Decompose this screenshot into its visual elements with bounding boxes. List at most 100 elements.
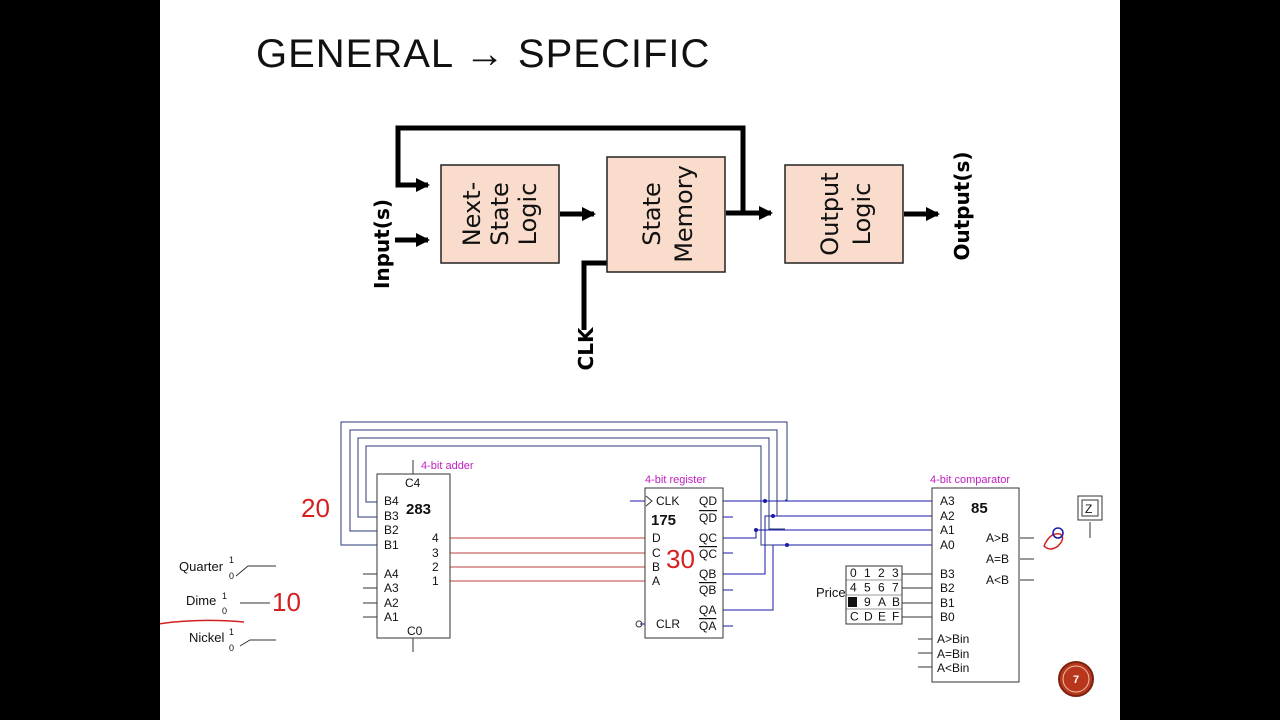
comparator-pin-b1: B1 xyxy=(940,596,955,610)
price-label: Price xyxy=(816,585,846,600)
price-key-9: 9 xyxy=(864,595,871,609)
price-key-1: 1 xyxy=(864,566,871,580)
next-state-logic-block xyxy=(440,164,560,264)
register-pin-b: B xyxy=(652,560,660,574)
adder-pin-b1: B1 xyxy=(384,538,399,552)
switch-dime-hi: 1 xyxy=(222,591,227,601)
switch-dime-lo: 0 xyxy=(222,606,227,616)
price-key-2: 2 xyxy=(878,566,885,580)
register-pin-d: D xyxy=(652,531,661,545)
clk-wire xyxy=(581,260,607,330)
adder-pin-a4: A4 xyxy=(384,567,399,581)
comparator-label: 4-bit comparator xyxy=(930,474,1010,486)
price-key-0: 0 xyxy=(850,566,857,580)
annotation-10: 10 xyxy=(272,587,301,617)
next-state-line1: Next- xyxy=(458,182,486,247)
state-memory-block xyxy=(606,156,726,273)
annotation-30: 30 xyxy=(666,544,695,574)
adder-pin-2: 2 xyxy=(432,560,439,574)
state-memory-line2: Memory xyxy=(670,165,698,263)
adder-number: 283 xyxy=(406,501,431,518)
switch-quarter-label: Quarter xyxy=(179,559,224,574)
next-state-line3: Logic xyxy=(514,183,542,246)
clk-label: CLK xyxy=(574,326,598,370)
register-pin-qc-bar: QC xyxy=(699,547,717,561)
register-pin-qa: QA xyxy=(699,603,716,617)
register-pin-clr: CLR xyxy=(656,617,680,631)
price-key-4: 4 xyxy=(850,581,857,595)
comparator-pin-altbin: A<Bin xyxy=(937,661,969,675)
comparator-pin-altb: A<B xyxy=(986,573,1009,587)
state-memory-line1: State xyxy=(638,182,666,246)
adder-pin-c4: C4 xyxy=(405,476,421,490)
adder-pin-c0: C0 xyxy=(407,624,423,638)
register-label: 4-bit register xyxy=(645,474,706,486)
switch-nickel-hi: 1 xyxy=(229,627,234,637)
price-key-a: A xyxy=(878,595,886,609)
comparator-pin-a2: A2 xyxy=(940,509,955,523)
price-key-3: 3 xyxy=(892,566,899,580)
price-key-c: C xyxy=(850,610,859,624)
register-pin-qc: QC xyxy=(699,531,717,545)
comparator-pin-aeqbin: A=Bin xyxy=(937,647,969,661)
register-pin-qd: QD xyxy=(699,494,717,508)
adder-pin-3: 3 xyxy=(432,546,439,560)
annotation-20: 20 xyxy=(301,493,330,523)
register-pin-qb: QB xyxy=(699,567,716,581)
circuit-schematic: 4-bit adder 283 C4 C0 B4 B3 B2 B1 A4 A3 … xyxy=(160,421,1103,683)
page-number: 7 xyxy=(1073,674,1079,686)
input-switches: Quarter 1 0 Dime 1 0 Nickel 1 0 xyxy=(160,555,276,653)
price-key-d: D xyxy=(864,610,873,624)
comparator-pin-a0: A0 xyxy=(940,538,955,552)
switch-nickel-label: Nickel xyxy=(189,630,225,645)
switch-quarter-lo: 0 xyxy=(229,571,234,581)
adder-pin-a3: A3 xyxy=(384,581,399,595)
price-key-7: 7 xyxy=(892,581,899,595)
comparator-number: 85 xyxy=(971,500,988,517)
state-machine-block-diagram: Next- State Logic State Memory Output Lo… xyxy=(370,125,974,370)
input-label: Input(s) xyxy=(370,199,394,289)
output-logic-line1: Output xyxy=(816,172,844,255)
switch-dime-label: Dime xyxy=(186,593,216,608)
comparator-pin-b3: B3 xyxy=(940,567,955,581)
comparator-pin-a3: A3 xyxy=(940,494,955,508)
register-pin-qb-bar: QB xyxy=(699,583,716,597)
adder-label: 4-bit adder xyxy=(421,460,474,472)
adder-pin-b4: B4 xyxy=(384,494,399,508)
comparator-pin-b0: B0 xyxy=(940,610,955,624)
probe-label: Z xyxy=(1085,502,1092,516)
price-key-f: F xyxy=(892,610,899,624)
slide: GENERAL → SPECIFIC xyxy=(160,0,1120,720)
adder-pin-a1: A1 xyxy=(384,610,399,624)
price-key-5: 5 xyxy=(864,581,871,595)
led-indicator xyxy=(1043,533,1064,550)
adder-pin-a2: A2 xyxy=(384,596,399,610)
page-number-badge: 7 xyxy=(1058,661,1094,697)
output-logic-line2: Logic xyxy=(848,183,876,246)
comparator-pin-aeqb: A=B xyxy=(986,552,1009,566)
comparator-pin-a1: A1 xyxy=(940,523,955,537)
switch-quarter-hi: 1 xyxy=(229,555,234,565)
price-key-e: E xyxy=(878,610,886,624)
price-key-6: 6 xyxy=(878,581,885,595)
register-number: 175 xyxy=(651,512,676,529)
comparator-pin-b2: B2 xyxy=(940,581,955,595)
adder-pin-4: 4 xyxy=(432,531,439,545)
register-pin-c: C xyxy=(652,546,661,560)
price-key-b: B xyxy=(892,595,900,609)
switch-nickel-lo: 0 xyxy=(229,643,234,653)
register-pin-qa-bar: QA xyxy=(699,619,716,633)
comparator-pin-agtbin: A>Bin xyxy=(937,632,969,646)
feedback-wire xyxy=(395,125,746,213)
comparator-pin-agtb: A>B xyxy=(986,531,1009,545)
slide-title: GENERAL → SPECIFIC xyxy=(256,32,711,76)
register-chip xyxy=(644,487,724,639)
register-pin-qd-bar: QD xyxy=(699,511,717,525)
adder-pin-b3: B3 xyxy=(384,509,399,523)
register-pin-clk: CLK xyxy=(656,494,679,508)
slide-graphics: Next- State Logic State Memory Output Lo… xyxy=(160,125,1103,697)
comparator-chip xyxy=(931,487,1020,683)
adder-chip xyxy=(376,473,451,639)
adder-pin-b2: B2 xyxy=(384,523,399,537)
register-pin-a: A xyxy=(652,574,660,588)
